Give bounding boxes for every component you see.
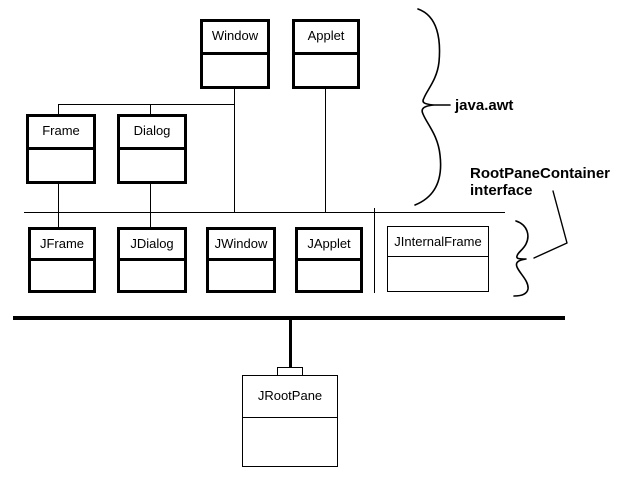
class-box-applet[interactable]: Applet bbox=[292, 19, 360, 89]
class-box-jinternalframe-label: JInternalFrame bbox=[388, 227, 488, 257]
class-box-window[interactable]: Window bbox=[200, 19, 270, 89]
connector-riser-dialog bbox=[150, 104, 151, 115]
class-box-jwindow[interactable]: JWindow bbox=[206, 227, 276, 293]
class-box-jframe-body bbox=[31, 261, 93, 290]
annotation-java-awt: java.awt bbox=[455, 97, 514, 114]
class-box-jwindow-label: JWindow bbox=[209, 230, 273, 261]
connector-dialog-to-jdialog bbox=[150, 184, 151, 213]
class-box-jrootpane-body bbox=[243, 418, 337, 466]
class-box-frame-label: Frame bbox=[29, 117, 93, 150]
connector-rule-to-jrootpane bbox=[289, 320, 292, 368]
connector-rule-to-jframe bbox=[58, 212, 59, 228]
class-box-jinternalframe[interactable]: JInternalFrame bbox=[387, 226, 489, 292]
class-box-japplet-body bbox=[298, 261, 360, 290]
class-box-dialog-label: Dialog bbox=[120, 117, 184, 150]
connector-frame-to-jframe bbox=[58, 184, 59, 213]
connector-window-to-jwindow bbox=[234, 89, 235, 213]
connector-rule-to-jdialog bbox=[150, 212, 151, 228]
class-box-jdialog-label: JDialog bbox=[120, 230, 184, 261]
class-box-dialog[interactable]: Dialog bbox=[117, 114, 187, 184]
rootpanecontainer-interface-rule bbox=[13, 316, 565, 320]
annotation-rootpanecontainer-interface: interface bbox=[470, 182, 533, 199]
class-box-applet-label: Applet bbox=[295, 22, 357, 55]
class-box-frame-body bbox=[29, 150, 93, 181]
class-box-jrootpane-label: JRootPane bbox=[243, 376, 337, 418]
class-box-jinternalframe-body bbox=[388, 257, 488, 291]
class-box-jwindow-body bbox=[209, 261, 273, 290]
connector-applet-to-japplet bbox=[325, 89, 326, 213]
class-box-japplet[interactable]: JApplet bbox=[295, 227, 363, 293]
class-box-jdialog-body bbox=[120, 261, 184, 290]
package-rule-swing bbox=[24, 212, 505, 213]
class-box-applet-body bbox=[295, 55, 357, 86]
connector-branch-bar-awt bbox=[58, 104, 235, 105]
class-box-jframe[interactable]: JFrame bbox=[28, 227, 96, 293]
class-box-japplet-label: JApplet bbox=[298, 230, 360, 261]
connector-riser-frame bbox=[58, 104, 59, 115]
class-box-jdialog[interactable]: JDialog bbox=[117, 227, 187, 293]
brace-rootpanecontainer bbox=[513, 220, 529, 297]
pointer-rootpanecontainer bbox=[533, 190, 568, 259]
class-box-window-body bbox=[203, 55, 267, 86]
package-divider-internal bbox=[374, 208, 375, 293]
class-box-jrootpane[interactable]: JRootPane bbox=[242, 375, 338, 467]
class-box-dialog-body bbox=[120, 150, 184, 181]
class-box-frame[interactable]: Frame bbox=[26, 114, 96, 184]
brace-java-awt bbox=[414, 8, 442, 206]
class-box-jframe-label: JFrame bbox=[31, 230, 93, 261]
annotation-rootpanecontainer: RootPaneContainer bbox=[470, 165, 611, 182]
class-box-window-label: Window bbox=[203, 22, 267, 55]
